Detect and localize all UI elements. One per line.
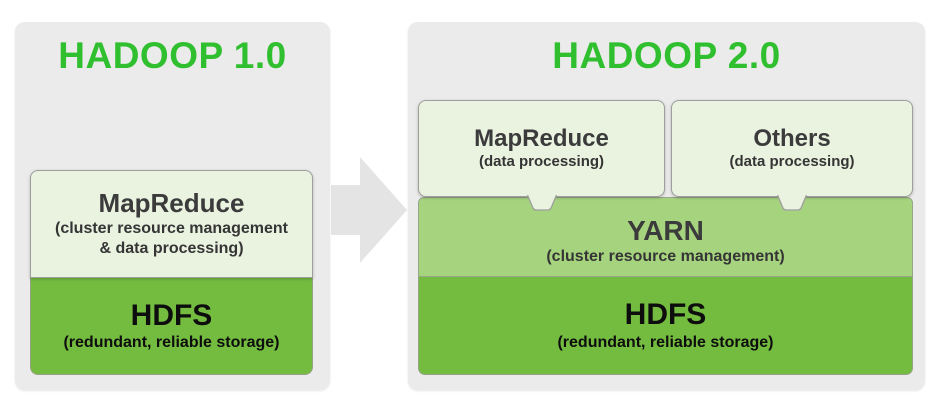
hadoop2-title: HADOOP 2.0 — [552, 35, 781, 76]
mapreduce-connector-notch-icon — [526, 195, 557, 211]
hdfs-v1-title: HDFS — [130, 298, 213, 332]
others-box: Others (data processing) — [671, 100, 913, 211]
mapreduce-v1-title: MapReduce — [98, 188, 245, 219]
mapreduce-v2-title: MapReduce — [474, 125, 609, 153]
mapreduce-v1-subtitle-line2: & data processing) — [99, 239, 244, 257]
yarn-box: YARN (cluster resource management) — [418, 197, 913, 277]
hadoop2-processing-row: MapReduce (data processing) Others (data… — [418, 100, 913, 211]
others-connector-notch-icon — [777, 195, 807, 211]
others-title: Others — [753, 125, 831, 153]
yarn-title: YARN — [627, 214, 704, 246]
mapreduce-v2-box: MapReduce (data processing) — [418, 100, 665, 211]
hdfs-v2-title: HDFS — [624, 298, 707, 332]
hadoop1-title: HADOOP 1.0 — [58, 35, 287, 76]
hadoop1-panel: HADOOP 1.0 MapReduce (cluster resource m… — [15, 22, 330, 390]
others-subtitle: (data processing) — [729, 152, 855, 170]
hdfs-v1-box: HDFS (redundant, reliable storage) — [30, 278, 313, 375]
hadoop2-panel: HADOOP 2.0 MapReduce (data processing) O… — [408, 22, 925, 390]
transition-arrow-icon — [331, 157, 407, 263]
mapreduce-v2-subtitle: (data processing) — [478, 152, 605, 170]
hdfs-v1-subtitle: (redundant, reliable storage) — [63, 334, 280, 352]
yarn-subtitle: (cluster resource management) — [546, 248, 785, 266]
mapreduce-v1-box: MapReduce (cluster resource management &… — [30, 170, 313, 278]
hdfs-v2-box: HDFS (redundant, reliable storage) — [418, 277, 913, 375]
hadoop1-stack: MapReduce (cluster resource management &… — [30, 170, 313, 375]
hdfs-v2-subtitle: (redundant, reliable storage) — [557, 333, 774, 351]
mapreduce-v1-subtitle-line1: (cluster resource management — [55, 219, 288, 237]
hadoop2-stack: MapReduce (data processing) Others (data… — [418, 100, 913, 375]
